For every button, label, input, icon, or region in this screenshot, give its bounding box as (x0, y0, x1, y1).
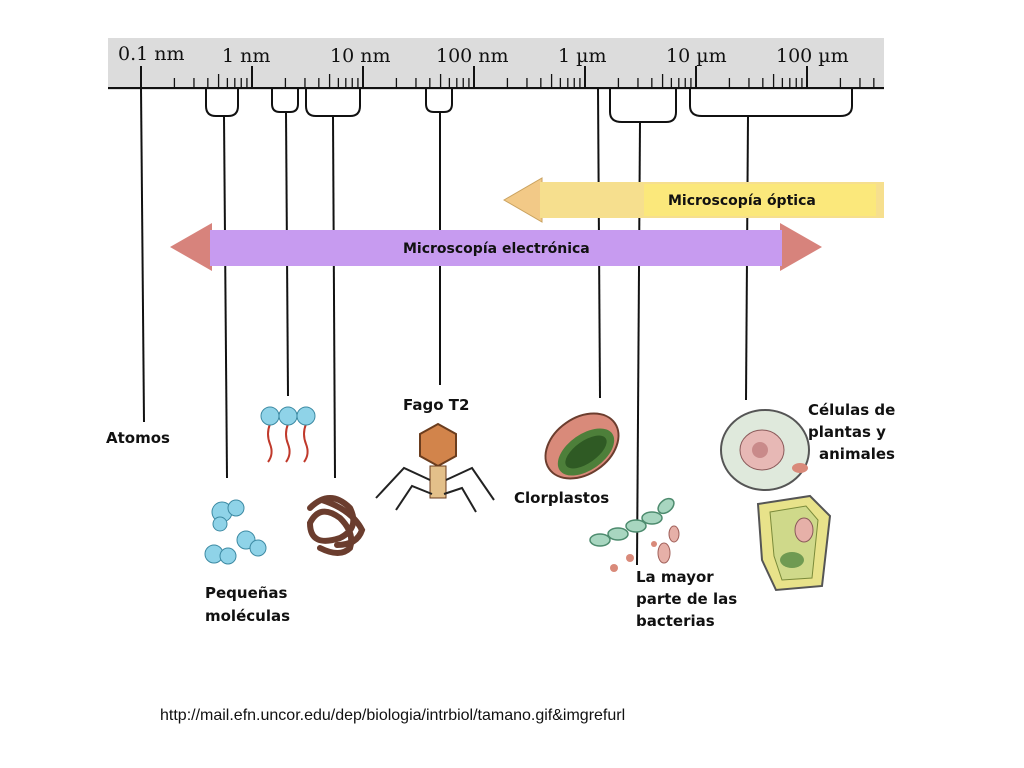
leader-lines (140, 87, 853, 566)
electron-band-right-arrowhead (780, 223, 822, 271)
phage-bracket (425, 88, 453, 113)
chloroplast-illustration (544, 412, 620, 480)
bacteria-label-line3: bacterias (636, 612, 715, 630)
scale-label-100um: 100 µm (776, 45, 849, 67)
cells-bracket (689, 88, 853, 117)
atoms-leader (140, 87, 145, 423)
electron-band-label: Microscopía electrónica (403, 241, 590, 257)
bacteria-bracket (609, 88, 677, 123)
scale-ticks (140, 66, 875, 88)
cells-label-line3: animales (819, 445, 895, 463)
chloroplast-label: Clorplastos (514, 489, 609, 507)
bacteria-illustration (589, 497, 680, 572)
optical-band-label: Microscopía óptica (668, 193, 816, 209)
scale-label-10um: 10 µm (666, 45, 727, 67)
cells-illustration (720, 409, 832, 592)
protein-bracket (305, 88, 361, 117)
molecules-label-line1: Pequeñas (205, 584, 288, 602)
electron-band (210, 230, 782, 266)
scale-label-100nm: 100 nm (436, 45, 509, 67)
phage-illustration (375, 422, 495, 513)
protein-leader (332, 115, 336, 479)
lipid-illustration (260, 406, 316, 463)
lipid-bracket (271, 88, 299, 113)
bacteria-label-line2: parte de las (636, 590, 737, 608)
scale-label-10nm: 10 nm (330, 45, 390, 67)
source-url: http://mail.efn.uncor.edu/dep/biologia/i… (160, 707, 626, 724)
bacteria-label-line1: La mayor (636, 568, 714, 586)
molecules-bracket (205, 88, 239, 117)
scale-label-1um: 1 µm (558, 45, 607, 67)
optical-band-arrowhead (503, 177, 543, 223)
electron-band-left-arrowhead (170, 223, 212, 271)
molecules-label-line2: moléculas (205, 607, 290, 625)
scale-ruler-background (108, 38, 884, 90)
scale-label-0.1nm: 0.1 nm (118, 43, 185, 65)
scale-label-1nm: 1 nm (222, 45, 270, 67)
cells-label-line2: plantas y (808, 423, 886, 441)
phage-label: Fago T2 (403, 396, 469, 414)
molecules-leader (223, 115, 228, 479)
atoms-label: Atomos (106, 429, 170, 447)
cells-label-line1: Células de (808, 401, 895, 419)
protein-illustration (306, 495, 366, 556)
optical-band-label-box (644, 184, 876, 216)
small-molecules-illustration (204, 499, 267, 565)
